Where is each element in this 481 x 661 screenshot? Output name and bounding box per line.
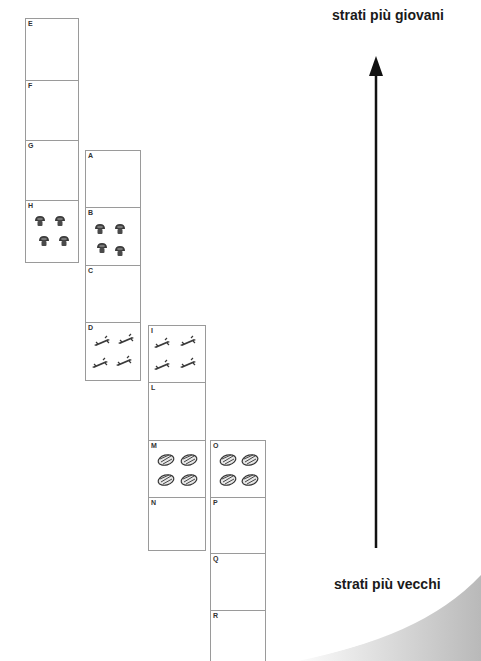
stratum-box: N <box>148 497 206 551</box>
stratum-box: L <box>148 382 206 441</box>
fossils-belemnite <box>92 334 196 370</box>
stratum-letter: Q <box>213 555 218 563</box>
stratum-box: A <box>85 150 141 208</box>
stratum-box: R <box>210 610 266 661</box>
stratum-letter: A <box>88 152 93 160</box>
stratum-box: B <box>85 207 141 266</box>
stratum-box: G <box>25 140 79 201</box>
stratum-box: C <box>85 265 141 323</box>
stratum-letter: B <box>88 209 93 217</box>
fossils-shell <box>157 453 259 487</box>
stratum-letter: C <box>88 267 93 275</box>
stratum-box: Q <box>210 553 266 611</box>
stratum-box: D <box>85 322 141 381</box>
stratum-letter: R <box>213 612 218 620</box>
swoosh-edge <box>290 571 481 661</box>
stratum-letter: I <box>151 327 153 335</box>
older-label: strati più vecchi <box>334 576 441 593</box>
fossils-ammonite <box>35 216 125 256</box>
stratum-letter: G <box>28 142 33 150</box>
younger-label: strati più giovani <box>332 7 444 24</box>
stratum-letter: P <box>213 499 218 507</box>
stratum-box: M <box>148 440 206 498</box>
stratum-box: P <box>210 497 266 554</box>
stratum-letter: L <box>151 384 155 392</box>
corner-swoosh <box>290 575 481 661</box>
stratum-box: I <box>148 325 206 383</box>
stratum-box: F <box>25 80 79 141</box>
stratum-letter: H <box>28 202 33 210</box>
stratum-letter: M <box>151 442 157 450</box>
stratum-letter: N <box>151 499 156 507</box>
stratum-box: E <box>25 18 79 81</box>
time-arrow <box>369 56 383 548</box>
stratum-letter: O <box>213 442 218 450</box>
stratum-letter: D <box>88 324 93 332</box>
stratum-box: O <box>210 440 266 498</box>
stratum-box: H <box>25 200 79 263</box>
stratum-letter: F <box>28 82 32 90</box>
stratum-letter: E <box>28 20 33 28</box>
